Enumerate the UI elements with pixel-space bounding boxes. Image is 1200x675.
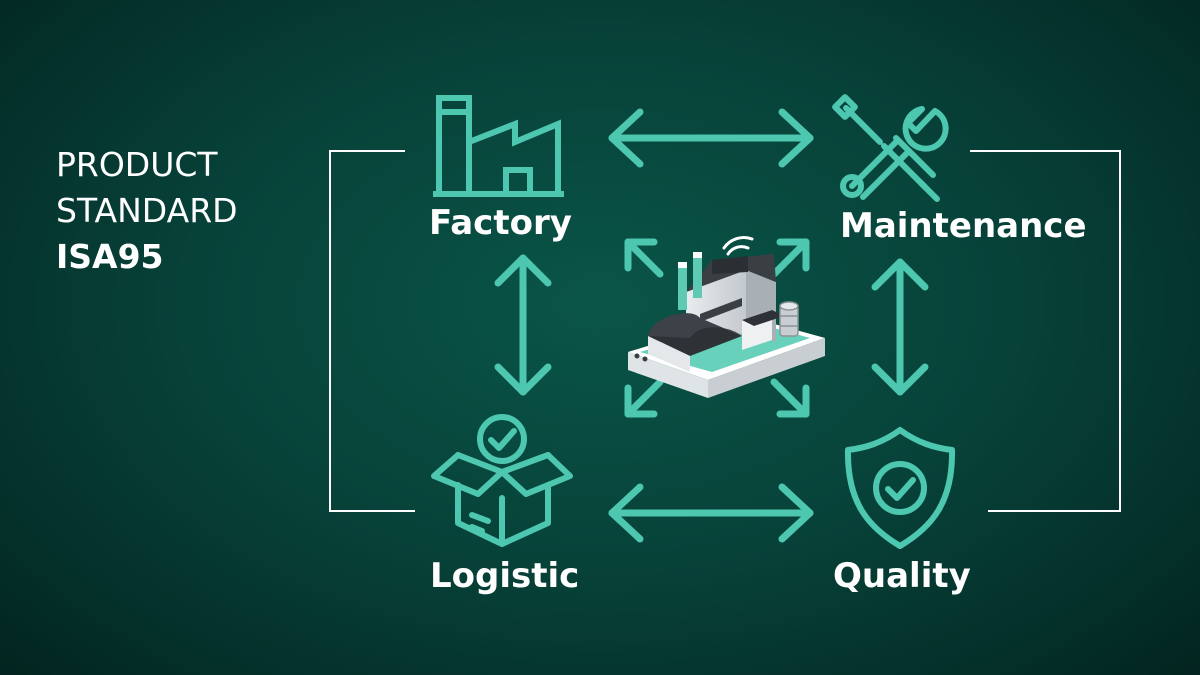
arrow-factory-logistic — [494, 254, 552, 396]
node-label-factory: Factory — [429, 203, 572, 243]
arrow-logistic-quality — [608, 483, 814, 543]
shield-check-icon — [844, 427, 956, 549]
title-line-standard: STANDARD — [56, 191, 238, 230]
center-corner-arrows — [624, 238, 810, 418]
node-label-quality: Quality — [833, 556, 971, 596]
frame-left — [329, 150, 415, 512]
diagram-title: PRODUCT STANDARD ISA95 — [56, 142, 238, 280]
smart-factory-illustration — [628, 236, 825, 398]
tools-icon — [832, 94, 949, 202]
title-line-isa95: ISA95 — [56, 237, 164, 276]
factory-icon — [433, 95, 564, 197]
box-check-icon — [431, 414, 573, 547]
arrow-maintenance-quality — [871, 258, 929, 396]
title-line-product: PRODUCT — [56, 145, 218, 184]
frame-right — [970, 150, 1121, 512]
node-label-logistic: Logistic — [430, 556, 580, 596]
arrow-factory-maintenance — [608, 108, 814, 168]
node-label-maintenance: Maintenance — [840, 206, 1087, 246]
